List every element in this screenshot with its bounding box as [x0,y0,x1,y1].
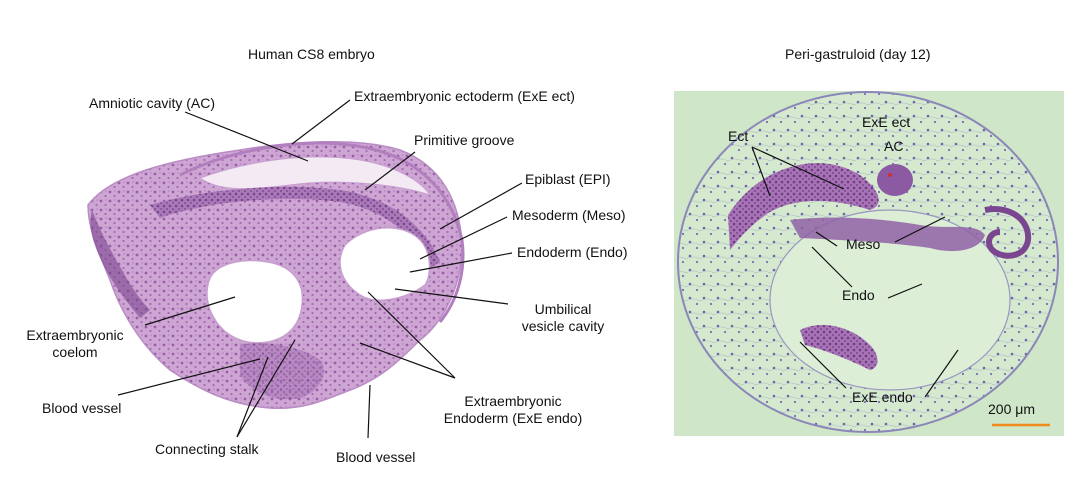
label-umbilical-vesicle: Umbilical vesicle cavity [508,301,618,335]
extraembryonic-coelom-cavity [206,259,304,344]
label-blood-vessel-bottom: Blood vessel [336,449,416,465]
label-umbilical-line2: vesicle cavity [521,318,605,334]
mesoderm-band [790,217,985,252]
cs8-embryo-section [87,140,465,410]
label-epiblast: Epiblast (EPI) [525,171,611,187]
label-blood-vessel-left: Blood vessel [42,400,122,416]
epiblast-band [150,186,440,268]
label-extraembryonic-coelom: Extraembryonic coelom [10,327,140,361]
red-marker [888,173,892,177]
label-coelom-line2: coelom [52,344,98,360]
label-amniotic-cavity: Amniotic cavity (AC) [89,95,216,111]
right-curl [984,206,1032,259]
label-endo: Endo [842,287,875,303]
right-pointer-lines [751,146,959,398]
label-primitive-groove: Primitive groove [414,132,515,148]
label-exe-endo-line1: Extraembryonic [464,393,562,409]
label-exe-ect: ExE ect [862,114,911,130]
amnion-membrane [179,141,465,323]
label-meso: Meso [846,236,881,252]
exe-endoderm-band [800,325,878,370]
label-exe-endoderm: Extraembryonic Endoderm (ExE endo) [438,393,588,427]
label-umbilical-line1: Umbilical [534,301,592,317]
left-edge-cells [90,210,150,318]
label-exe-endo-line2: Endoderm (ExE endo) [443,410,583,426]
label-scale-bar: 200 μm [988,401,1035,417]
left-panel-title: Human CS8 embryo [248,46,375,62]
left-pointer-lines [117,99,523,439]
label-connecting-stalk: Connecting stalk [155,441,259,457]
right-panel-title: Peri-gastruloid (day 12) [785,46,931,62]
label-mesoderm: Mesoderm (Meso) [512,207,626,223]
label-exe-ectoderm: Extraembryonic ectoderm (ExE ect) [354,88,575,104]
label-ac: AC [884,138,904,154]
label-endoderm: Endoderm (Endo) [517,244,628,260]
umbilical-vesicle-cavity [339,227,431,301]
ac-cavity [877,164,913,196]
label-coelom-line1: Extraembryonic [26,327,124,343]
label-exe-endo: ExE endo [852,389,913,405]
peri-gastruloid-section [674,91,1064,436]
connecting-stalk-tissue [240,343,324,400]
label-ect: Ect [728,128,749,144]
